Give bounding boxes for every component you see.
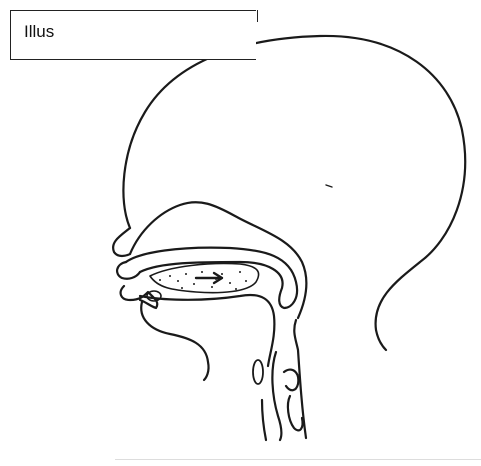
pharynx-outline [294,320,306,438]
vocal-folds-outline [284,370,298,391]
page-baseline [115,459,481,460]
airflow-dots [159,271,247,290]
caption-text: Illus [24,22,54,42]
chin-neck-outline [141,302,208,380]
larynx-outline [272,352,281,440]
esophagus-outline [262,400,266,440]
stray-mark [326,185,332,187]
airflow-arrow [196,273,222,283]
face-profile-outline [113,228,130,256]
caption-box-edge [257,10,258,22]
epiglottis-shape [253,360,263,384]
trachea-outline [288,396,303,430]
caption-occluder [70,11,256,59]
upper-lip-outline [117,262,140,279]
lower-lip-outline [121,286,158,308]
